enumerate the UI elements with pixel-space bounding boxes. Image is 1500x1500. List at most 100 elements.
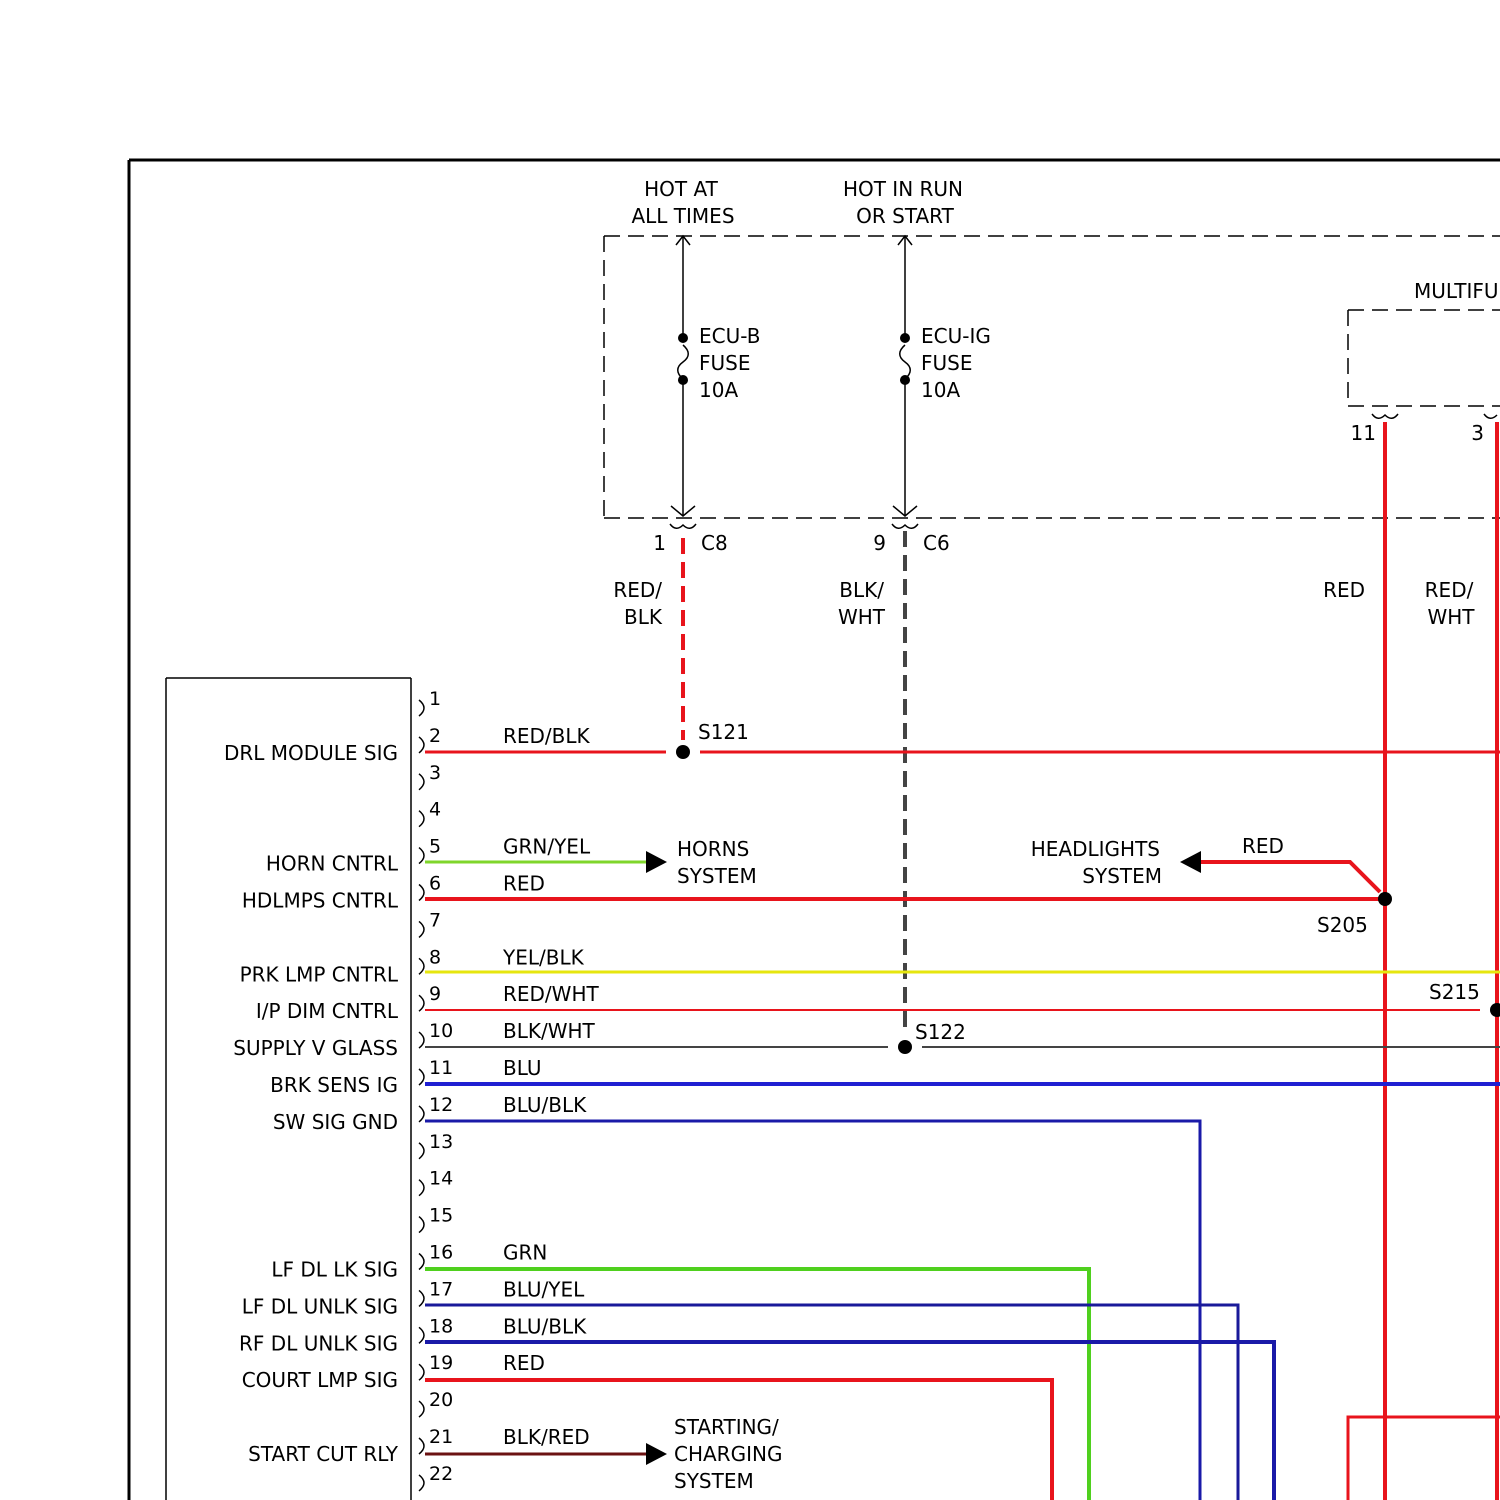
pin-3-number: 3 xyxy=(429,762,441,784)
pin-16-function-lf-dl-lk-sig: LF DL LK SIG xyxy=(271,1258,398,1282)
pin-6-function-hdlmps-cntrl: HDLMPS CNTRL xyxy=(242,889,399,913)
pin-6-number: 6 xyxy=(429,873,441,895)
multifunction-box xyxy=(1348,310,1500,406)
pin-13-number: 13 xyxy=(429,1131,453,1153)
pin-16-number: 16 xyxy=(429,1242,453,1264)
headlights-wire-label: RED xyxy=(1242,834,1284,858)
pin-3-terminal xyxy=(419,774,424,790)
pin-4-number: 4 xyxy=(429,799,441,821)
pin-19-wire-color-label: RED xyxy=(503,1351,545,1375)
headlights-system-label-2: SYSTEM xyxy=(1082,864,1162,888)
pin-8-wire-color-label: YEL/BLK xyxy=(502,945,585,969)
hot-at-all-times-label-2: ALL TIMES xyxy=(631,204,734,228)
starting-system-label-3: SYSTEM xyxy=(674,1469,754,1493)
pin-18-wire-color-label: BLU/BLK xyxy=(503,1314,587,1338)
wire-lower-right-red xyxy=(1348,1417,1500,1500)
splice-s205-label: S205 xyxy=(1317,913,1368,937)
pin-20-number: 20 xyxy=(429,1389,453,1411)
pin-9-terminal xyxy=(419,995,424,1011)
wire-pin-18-blu-blk xyxy=(425,1342,1274,1500)
pin-21-number: 21 xyxy=(429,1426,453,1448)
pin-11-wire-color-label: BLU xyxy=(503,1056,542,1080)
pin-9-wire-color-label: RED/WHT xyxy=(503,982,599,1006)
starting-system-label-2: CHARGING xyxy=(674,1442,782,1466)
splice-s122-dot xyxy=(898,1040,912,1054)
pin-9-function-i-p-dim-cntrl: I/P DIM CNTRL xyxy=(256,999,399,1023)
ecu-b-fuse-label-1: ECU-B xyxy=(699,324,760,348)
c6-pin-number: 9 xyxy=(873,531,886,555)
fuse-box xyxy=(604,236,1500,518)
pin-14-number: 14 xyxy=(429,1168,453,1190)
pin-5-wire-color-label: GRN/YEL xyxy=(503,835,591,859)
multifunction-wire-red-wht-label-2: WHT xyxy=(1427,605,1475,629)
multifunction-label: MULTIFU xyxy=(1414,279,1499,303)
pin-10-terminal xyxy=(419,1032,424,1048)
horns-system-label-1: HORNS xyxy=(677,837,749,861)
starting-system-label-1: STARTING/ xyxy=(674,1415,779,1439)
pin-14-terminal xyxy=(419,1180,424,1196)
pin-22-number: 22 xyxy=(429,1463,453,1485)
ecu-ig-fuse-terminal-top xyxy=(900,333,910,343)
pin-4-terminal xyxy=(419,811,424,827)
splice-s121-dot xyxy=(676,745,690,759)
multifunction-terminals xyxy=(1372,414,1497,418)
multifunction-pin-3: 3 xyxy=(1471,421,1484,445)
pin-6-terminal xyxy=(419,885,424,901)
pin-2-number: 2 xyxy=(429,725,441,747)
multifunction-pin-11: 11 xyxy=(1351,421,1376,445)
module-wires xyxy=(425,752,1500,1500)
pin-2-terminal xyxy=(419,737,424,753)
wire-c8-label-2: BLK xyxy=(624,605,663,629)
ecu-b-fuse-label-3: 10A xyxy=(699,378,738,402)
pin-2-function-drl-module-sig: DRL MODULE SIG xyxy=(224,741,398,765)
headlights-system-label-1: HEADLIGHTS xyxy=(1031,837,1160,861)
headlights-arrow xyxy=(1180,851,1201,873)
pin-19-terminal xyxy=(419,1364,424,1380)
hot-in-run-label-2: OR START xyxy=(856,204,954,228)
c6-connector-label: C6 xyxy=(923,531,950,555)
pin-20-terminal xyxy=(419,1401,424,1417)
ecu-ig-fuse-label-1: ECU-IG xyxy=(921,324,991,348)
splice-s205-dot xyxy=(1378,892,1392,906)
pin-12-wire-color-label: BLU/BLK xyxy=(503,1093,587,1117)
ecu-b-fuse-label-2: FUSE xyxy=(699,351,750,375)
pin-15-number: 15 xyxy=(429,1205,453,1227)
pin-17-function-lf-dl-unlk-sig: LF DL UNLK SIG xyxy=(242,1294,398,1318)
pin-18-function-rf-dl-unlk-sig: RF DL UNLK SIG xyxy=(239,1331,398,1355)
c8-connector-label: C8 xyxy=(701,531,728,555)
pin-21-function-start-cut-rly: START CUT RLY xyxy=(248,1442,399,1466)
wire-c6-label-1: BLK/ xyxy=(839,578,884,602)
splice-s121-label: S121 xyxy=(698,720,749,744)
ecu-ig-fuse-terminal-bottom xyxy=(900,375,910,385)
pin-17-wire-color-label: BLU/YEL xyxy=(503,1277,585,1301)
pin-16-terminal xyxy=(419,1254,424,1270)
pin-13-terminal xyxy=(419,1143,424,1159)
wire-headlights-red xyxy=(1199,862,1380,892)
pin-15-terminal xyxy=(419,1217,424,1233)
splice-s215-dot xyxy=(1490,1003,1500,1017)
pin-10-number: 10 xyxy=(429,1020,453,1042)
pin-10-wire-color-label: BLK/WHT xyxy=(503,1019,596,1043)
pin-8-function-prk-lmp-cntrl: PRK LMP CNTRL xyxy=(240,962,399,986)
pin-7-terminal xyxy=(419,921,424,937)
pin-2-wire-color-label: RED/BLK xyxy=(503,724,591,748)
pin-12-terminal xyxy=(419,1106,424,1122)
pin-9-number: 9 xyxy=(429,983,441,1005)
pin-5-number: 5 xyxy=(429,836,441,858)
pin-12-function-sw-sig-gnd: SW SIG GND xyxy=(273,1110,398,1134)
ecu-ig-fuse-label-3: 10A xyxy=(921,378,960,402)
pin-16-wire-color-label: GRN xyxy=(503,1241,547,1265)
pin-10-function-supply-v-glass: SUPPLY V GLASS xyxy=(233,1036,398,1060)
horns-system-label-2: SYSTEM xyxy=(677,864,757,888)
pin-18-terminal xyxy=(419,1327,424,1343)
pin-6-wire-color-label: RED xyxy=(503,872,545,896)
splice-s215-label: S215 xyxy=(1429,980,1480,1004)
pin-21-terminal xyxy=(419,1438,424,1454)
pin-5-function-horn-cntrl: HORN CNTRL xyxy=(266,852,399,876)
pin-18-number: 18 xyxy=(429,1315,453,1337)
pin-21-wire-color-label: BLK/RED xyxy=(503,1425,590,1449)
wire-c8-label-1: RED/ xyxy=(613,578,662,602)
hot-at-all-times-label-1: HOT AT xyxy=(644,177,718,201)
ecu-ig-fuse-label-2: FUSE xyxy=(921,351,972,375)
